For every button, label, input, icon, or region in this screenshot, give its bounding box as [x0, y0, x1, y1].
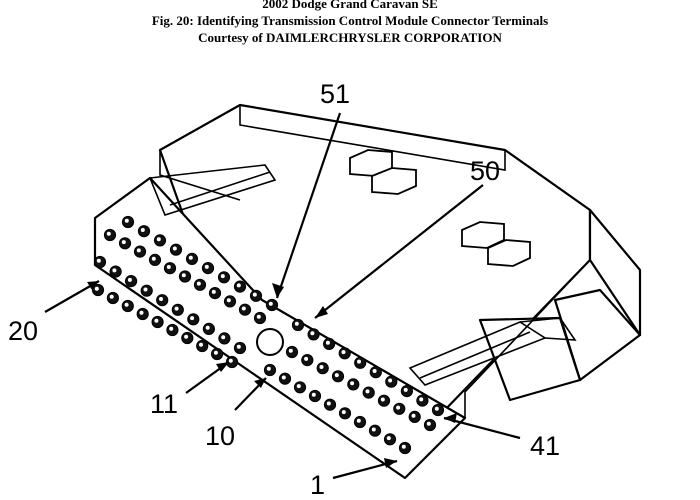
- terminal-pin-highlight: [326, 401, 331, 406]
- callout-1: 1: [310, 470, 325, 500]
- terminal-pin-highlight: [169, 326, 174, 331]
- terminal-pin-highlight: [334, 373, 339, 378]
- center-post: [256, 328, 284, 356]
- terminal-pin-highlight: [205, 325, 210, 330]
- terminal-pin-highlight: [256, 314, 261, 319]
- callout-50: 50: [470, 156, 500, 186]
- terminal-pin-highlight: [304, 356, 309, 361]
- terminal-pin-highlight: [221, 335, 226, 340]
- terminal-pin-highlight: [341, 410, 346, 415]
- terminal-pin-highlight: [365, 389, 370, 394]
- terminal-pin-highlight: [127, 277, 132, 282]
- terminal-pin-highlight: [96, 258, 101, 263]
- terminal-pin-highlight: [311, 392, 316, 397]
- terminal-pin-highlight: [268, 301, 273, 306]
- terminal-pin-highlight: [188, 255, 193, 260]
- terminal-pin-highlight: [151, 256, 156, 261]
- terminal-pin-highlight: [356, 418, 361, 423]
- terminal-pin-highlight: [403, 387, 408, 392]
- terminal-pin-highlight: [94, 286, 99, 291]
- terminal-pin-highlight: [325, 340, 330, 345]
- terminal-pin-highlight: [357, 359, 361, 364]
- terminal-pin-highlight: [112, 268, 117, 273]
- terminal-pin-highlight: [124, 218, 129, 223]
- terminal-pin-highlight: [136, 248, 141, 253]
- terminal-pin-highlight: [341, 350, 346, 355]
- callout-41: 41: [530, 431, 560, 461]
- figure-header: 2002 Dodge Grand Caravan SE Fig. 20: Ide…: [0, 0, 700, 46]
- terminal-pin-highlight: [252, 292, 257, 297]
- figure-title: Fig. 20: Identifying Transmission Contro…: [151, 13, 549, 28]
- terminal-pin-highlight: [159, 297, 163, 301]
- terminal-pin-highlight: [196, 281, 201, 286]
- terminal-pin-highlight: [166, 265, 171, 269]
- leader-lines: [44, 112, 521, 480]
- terminal-pins: [91, 215, 445, 455]
- terminal-pin-highlight: [109, 294, 114, 299]
- terminal-pin-highlight: [140, 228, 145, 232]
- terminal-pin-highlight: [139, 310, 144, 315]
- terminal-pin-highlight: [228, 358, 233, 363]
- terminal-pin-highlight: [281, 375, 286, 380]
- courtesy-line: Courtesy of DAIMLERCHRYSLER CORPORATION: [198, 30, 502, 45]
- latch-tabs: [349, 149, 531, 267]
- terminal-pin-highlight: [294, 321, 299, 326]
- callout-51: 51: [320, 79, 350, 109]
- terminal-pin-highlight: [156, 237, 161, 242]
- terminal-pin-highlight: [310, 331, 315, 336]
- terminal-pin-highlight: [419, 397, 424, 402]
- terminal-pin-highlight: [106, 231, 111, 236]
- terminal-pin-highlight: [426, 421, 431, 426]
- terminal-pin-highlight: [154, 318, 159, 323]
- terminal-pin-highlight: [211, 289, 216, 294]
- terminal-pin-highlight: [172, 246, 177, 251]
- terminal-pin-highlight: [396, 405, 401, 410]
- terminal-pin-highlight: [401, 444, 406, 449]
- terminal-pin-highlight: [174, 306, 179, 311]
- terminal-pin-highlight: [288, 348, 293, 353]
- terminal-pin-highlight: [350, 381, 355, 386]
- terminal-pin-highlight: [143, 287, 148, 292]
- terminal-pin-highlight: [266, 366, 271, 371]
- terminal-pin-highlight: [296, 384, 301, 389]
- terminal-pin-highlight: [236, 344, 241, 349]
- terminal-pin-highlight: [236, 283, 241, 288]
- terminal-pin-highlight: [190, 316, 195, 321]
- terminal-pin-highlight: [184, 334, 189, 339]
- terminal-pin-highlight: [372, 369, 377, 373]
- terminal-pin-highlight: [411, 413, 416, 418]
- terminal-pin-highlight: [204, 264, 209, 269]
- connector-details: [94, 105, 591, 418]
- terminal-pin-highlight: [241, 306, 246, 311]
- terminal-pin-highlight: [434, 406, 439, 411]
- vehicle-title: 2002 Dodge Grand Caravan SE: [262, 0, 438, 11]
- terminal-pin-highlight: [220, 274, 225, 279]
- terminal-pin-highlight: [371, 427, 376, 432]
- terminal-pin-highlight: [199, 342, 203, 347]
- callout-20: 20: [8, 316, 38, 346]
- terminal-pin-highlight: [124, 302, 129, 307]
- terminal-pin-highlight: [213, 350, 218, 355]
- terminal-pin-highlight: [388, 378, 393, 383]
- terminal-pin-highlight: [226, 298, 231, 303]
- terminal-pin-highlight: [386, 436, 391, 441]
- terminal-pin-highlight: [319, 365, 324, 369]
- terminal-pin-highlight: [380, 397, 385, 402]
- terminal-pin-highlight: [121, 240, 126, 245]
- callout-10: 10: [205, 421, 235, 451]
- terminal-pin-highlight: [181, 273, 186, 278]
- callout-11: 11: [150, 389, 178, 419]
